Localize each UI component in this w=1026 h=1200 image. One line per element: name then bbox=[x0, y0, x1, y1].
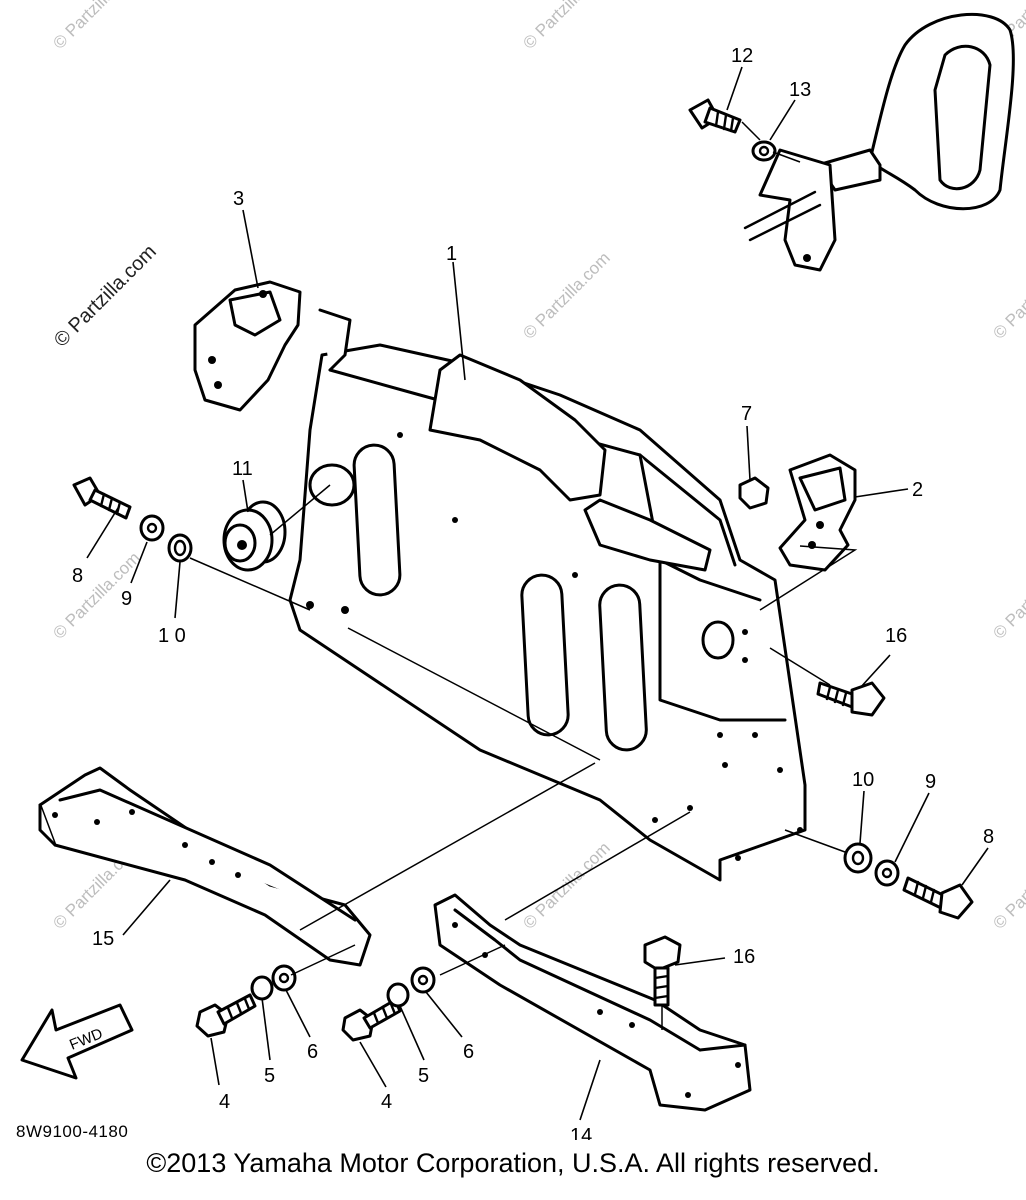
watermark: © Partzilla.com bbox=[519, 0, 613, 53]
alignment-lines bbox=[189, 121, 858, 1030]
bolt-16-right bbox=[816, 681, 886, 717]
bolt-8-left bbox=[72, 476, 132, 520]
engine-mount-bracket-14 bbox=[433, 893, 752, 1112]
bolt-16-lower bbox=[643, 935, 682, 1007]
callout-5: 5 bbox=[264, 1065, 275, 1087]
washer-9-left bbox=[139, 514, 165, 542]
callout-10: 10 bbox=[852, 769, 874, 791]
main-bracket-1 bbox=[288, 308, 807, 882]
washer-9-right bbox=[874, 859, 900, 887]
callout-13: 13 bbox=[789, 79, 811, 101]
rubber-mount-11 bbox=[222, 500, 287, 572]
callout-labels: 1 2 3 4 4 5 5 6 6 7 8 8 9 9 1 0 10 11 12… bbox=[72, 45, 994, 1140]
watermark: © Partzilla.com bbox=[519, 248, 613, 342]
watermark: © Partzilla.com bbox=[989, 548, 1026, 642]
watermark-main: © Partzilla.com bbox=[50, 241, 161, 352]
nut-7 bbox=[738, 476, 770, 510]
callout-7: 7 bbox=[741, 403, 752, 425]
callout-11: 11 bbox=[232, 458, 253, 480]
bracket-3 bbox=[193, 280, 302, 412]
nut-13 bbox=[751, 140, 777, 162]
callout-15: 15 bbox=[92, 928, 114, 950]
callout-9: 9 bbox=[925, 771, 936, 793]
washer-10-right bbox=[843, 842, 873, 874]
bracket-2 bbox=[778, 453, 857, 572]
callout-3: 3 bbox=[233, 188, 244, 210]
watermark: © Partzilla.com bbox=[989, 248, 1026, 342]
callout-16: 16 bbox=[885, 625, 907, 647]
callout-2: 2 bbox=[912, 479, 923, 501]
callout-16: 16 bbox=[733, 946, 755, 968]
callout-8: 8 bbox=[72, 565, 83, 587]
callout-10: 1 0 bbox=[158, 625, 186, 647]
fastener-set-left bbox=[195, 964, 297, 1038]
callout-4: 4 bbox=[381, 1091, 392, 1113]
watermark: © Partzilla.com bbox=[49, 0, 143, 53]
callout-12: 12 bbox=[731, 45, 753, 67]
leader-lines bbox=[86, 66, 989, 1121]
watermark: © Partzilla.com bbox=[519, 838, 613, 932]
handle-assembly bbox=[743, 12, 1015, 272]
callout-5: 5 bbox=[418, 1065, 429, 1087]
forward-arrow: FWD bbox=[20, 1003, 134, 1080]
exploded-parts-diagram: © Partzilla.com © Partzilla.com © Partzi… bbox=[20, 0, 1026, 1140]
callout-14: 14 bbox=[570, 1125, 592, 1140]
washer-10-left bbox=[167, 533, 193, 563]
copyright-notice: ©2013 Yamaha Motor Corporation, U.S.A. A… bbox=[146, 1148, 880, 1178]
callout-8: 8 bbox=[983, 826, 994, 848]
engine-mount-bracket-15 bbox=[38, 766, 372, 967]
diagram-reference-code: 8W9100-4180 bbox=[16, 1122, 129, 1141]
callout-6: 6 bbox=[463, 1041, 474, 1063]
bolt-8-right bbox=[902, 876, 974, 920]
callout-6: 6 bbox=[307, 1041, 318, 1063]
fastener-set-right bbox=[341, 966, 436, 1042]
callout-9: 9 bbox=[121, 588, 132, 610]
watermark: © Partzilla.com bbox=[989, 838, 1026, 932]
callout-1: 1 bbox=[446, 243, 457, 265]
callout-4: 4 bbox=[219, 1091, 230, 1113]
bolt-12 bbox=[688, 98, 742, 134]
